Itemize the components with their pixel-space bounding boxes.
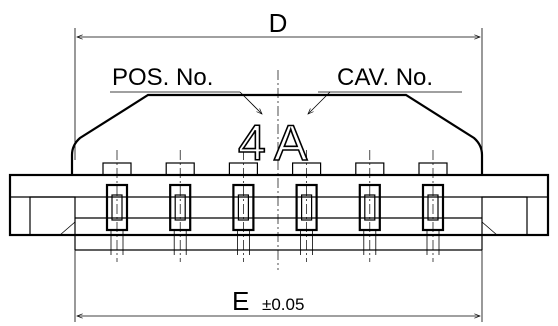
dimension-label-d: D [269, 8, 288, 38]
dimension-e: E ±0.05 [74, 250, 483, 322]
contact-2 [165, 150, 195, 262]
contact-5 [355, 150, 385, 262]
callout-pos-no: POS. No. [112, 64, 213, 91]
contact-6 [418, 150, 448, 262]
contact-4 [292, 150, 322, 262]
contact-1 [102, 150, 132, 262]
latch-right-chamfer [481, 221, 498, 236]
callouts: POS. No. CAV. No. [110, 64, 462, 115]
housing-top-profile [70, 93, 484, 175]
callout-cav-no: CAV. No. [337, 64, 433, 91]
dimension-label-e: E [232, 286, 249, 316]
marking-cavity-letter: A [274, 115, 308, 171]
housing-base [8, 173, 550, 237]
dimension-tolerance-e: ±0.05 [262, 295, 304, 314]
latch-left [29, 196, 76, 236]
marking-position-number: 4 [238, 115, 266, 171]
connector-housing [8, 93, 550, 251]
contacts [102, 150, 448, 262]
contact-3 [228, 150, 258, 262]
position-marking: 4 A [237, 114, 309, 172]
dimension-d: D [74, 8, 483, 160]
latch-right [481, 196, 528, 236]
latch-left-chamfer [59, 221, 76, 236]
